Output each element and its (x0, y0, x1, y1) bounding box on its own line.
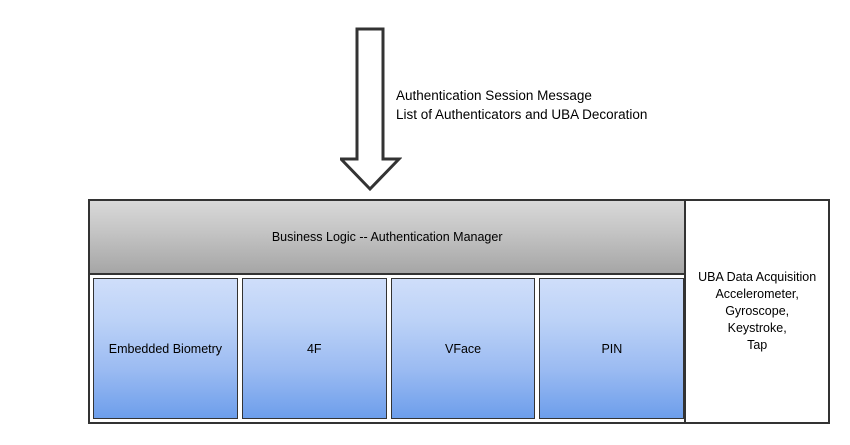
authenticator-row: Embedded Biometry 4F VFace PIN (90, 275, 685, 422)
architecture-container: Business Logic -- Authentication Manager… (88, 199, 830, 424)
authenticator-cell-embedded-biometry[interactable]: Embedded Biometry (93, 278, 238, 419)
uba-line-1: UBA Data Acquisition (698, 270, 817, 284)
authenticator-label: VFace (445, 341, 482, 356)
message-line-2: List of Authenticators and UBA Decoratio… (396, 107, 648, 122)
authentication-stack: Business Logic -- Authentication Manager… (90, 201, 687, 422)
uba-data-acquisition-column[interactable]: UBA Data Acquisition Accelerometer, Gyro… (686, 201, 828, 422)
authentication-session-message-caption: Authentication Session Message List of A… (396, 86, 647, 124)
business-logic-bar: Business Logic -- Authentication Manager (90, 201, 685, 275)
authenticator-label: PIN (601, 341, 623, 356)
authenticator-cell-pin[interactable]: PIN (539, 278, 685, 419)
down-block-arrow-icon (340, 26, 402, 192)
authenticator-cell-vface[interactable]: VFace (390, 278, 536, 419)
business-logic-label: Business Logic -- Authentication Manager (271, 230, 503, 244)
authenticator-label: 4F (306, 341, 322, 356)
uba-line-4: Tap (747, 338, 768, 352)
message-line-1: Authentication Session Message (396, 88, 592, 103)
authenticator-label: Embedded Biometry (108, 341, 223, 356)
uba-line-2: Accelerometer, (715, 287, 799, 301)
authenticator-cell-4f[interactable]: 4F (241, 278, 387, 419)
uba-line-3: Gyroscope, Keystroke, (725, 304, 790, 335)
uba-data-acquisition-text: UBA Data Acquisition Accelerometer, Gyro… (694, 269, 820, 354)
